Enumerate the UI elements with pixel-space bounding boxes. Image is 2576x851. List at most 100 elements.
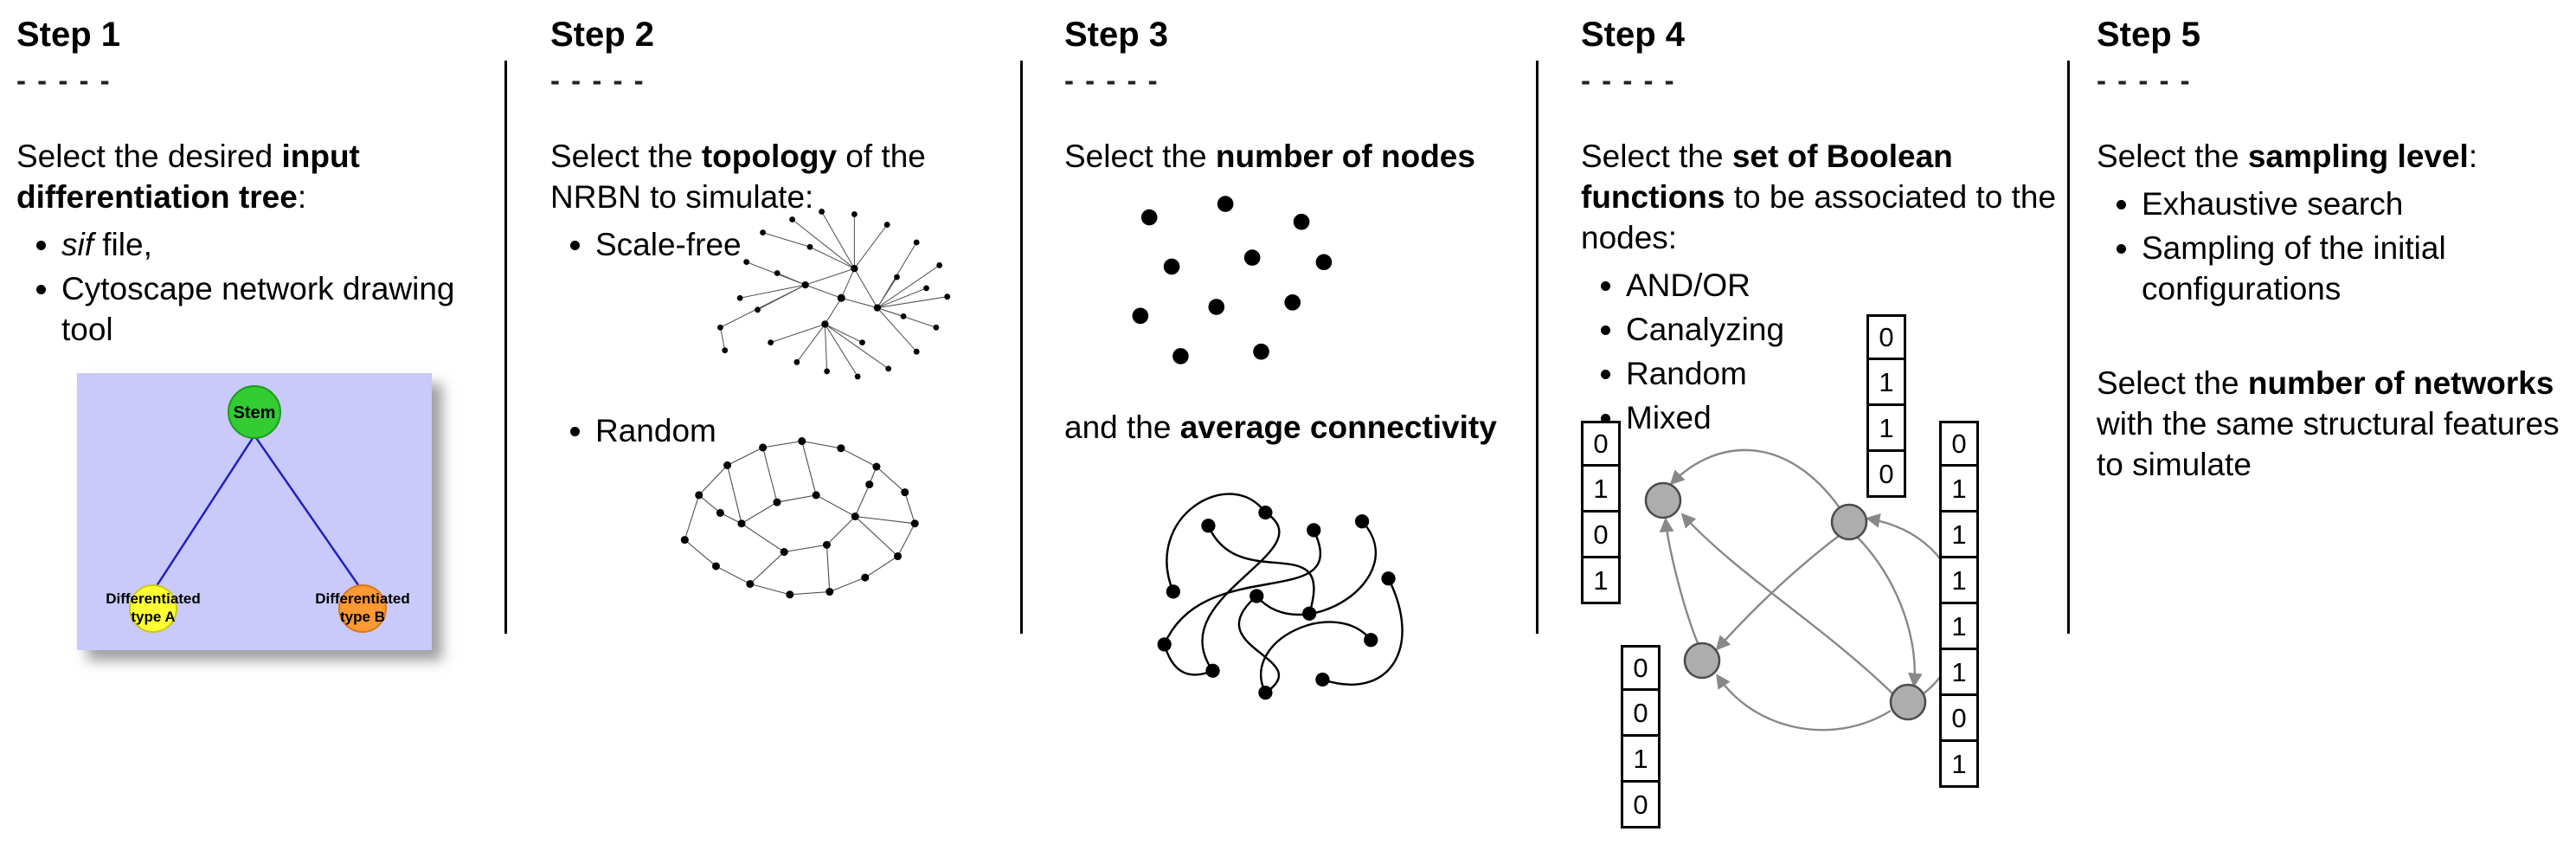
tangle-nodes <box>1157 505 1396 700</box>
tree-edge-a <box>151 435 256 592</box>
step2-column: Step 2 - - - - - Select the topology of … <box>550 16 1005 847</box>
step1-column: Step 1 - - - - - Select the desired inpu… <box>16 16 497 847</box>
scale-free-network-svg <box>717 209 951 380</box>
truth-cell: 1 <box>1939 742 1979 788</box>
column-divider <box>1536 61 1539 634</box>
tree-edge-b <box>253 435 364 592</box>
differentiation-tree-svg: Stem Differentiated type A Differentiate… <box>106 385 410 633</box>
step5-second-paragraph: Select the number of networks with the s… <box>2097 364 2573 486</box>
random-edges <box>684 440 915 596</box>
step5-dashes: - - - - - <box>2097 64 2192 96</box>
step1-bullet-list: sif file, Cytoscape network drawing tool <box>16 225 497 351</box>
step5-title: Step 5 <box>2097 16 2201 54</box>
step2-bullet-list-1: Scale-free <box>550 225 1005 266</box>
truth-cell: 0 <box>1866 452 1906 498</box>
step5-intro-bold: sampling level <box>2247 139 2469 174</box>
step1-bullet-cytoscape: Cytoscape network drawing tool <box>61 269 497 351</box>
truth-cell: 1 <box>1581 558 1621 604</box>
truth-cell: 0 <box>1939 696 1979 742</box>
truth-cell: 0 <box>1939 421 1979 467</box>
step4-intro: Select the set of Boolean functions to b… <box>1581 137 2057 259</box>
truth-table-top: 0 1 1 0 <box>1866 314 1906 498</box>
step1-title: Step 1 <box>16 16 121 54</box>
step5-second-post: with the same structural features to sim… <box>2097 405 2560 482</box>
boolean-node-2 <box>1830 503 1868 541</box>
truth-cell: 1 <box>1621 737 1661 783</box>
truth-cell: 0 <box>1621 691 1661 737</box>
truth-table-bottom-left: 0 0 1 0 <box>1621 645 1661 828</box>
truth-cell: 1 <box>1939 467 1979 513</box>
boolean-node-4 <box>1889 683 1927 721</box>
type-b-label-line1: Differentiated <box>315 590 410 607</box>
step1-intro-post: : <box>297 178 307 215</box>
sif-word: sif <box>61 226 93 262</box>
stem-label: Stem <box>234 403 276 422</box>
wire-n2-n3 <box>1715 535 1840 651</box>
random-nodes <box>680 437 919 599</box>
step4-dashes: - - - - - <box>1581 64 1676 96</box>
boolean-network-svg <box>1644 448 1961 732</box>
nodes-dots-svg <box>1132 196 1333 364</box>
step2-title: Step 2 <box>550 16 655 54</box>
step3-line1-bold: number of nodes <box>1215 139 1475 174</box>
wire-n4-n3 <box>1716 674 1892 732</box>
step5-bullet-list: Exhaustive search Sampling of the initia… <box>2097 184 2573 310</box>
step2-intro: Select the topology of the NRBN to simul… <box>550 137 1005 218</box>
step2-bullet-scale-free: Scale-free <box>595 225 1005 266</box>
tangle-edges <box>1163 493 1404 694</box>
boolean-node-3 <box>1683 641 1721 680</box>
step2-intro-bold: topology <box>701 139 838 174</box>
type-a-label-line1: Differentiated <box>106 590 201 607</box>
connectivity-tangle-svg <box>1157 493 1404 700</box>
step4-intro-post: to be associated to the nodes: <box>1581 178 2057 255</box>
type-b-node <box>338 584 387 633</box>
step5-bullet-exhaustive: Exhaustive search <box>2142 184 2573 225</box>
step2-intro-post: of the NRBN to simulate: <box>550 139 926 215</box>
truth-cell: 1 <box>1866 360 1906 406</box>
truth-table-right: 0 1 1 1 1 1 0 1 <box>1939 421 1979 788</box>
truth-cell: 1 <box>1866 406 1906 452</box>
step3-line2-pre: and the <box>1064 409 1180 445</box>
truth-cell: 0 <box>1621 645 1661 691</box>
step4-intro-pre: Select the <box>1581 139 1732 174</box>
step4-bullet-list: AND/OR Canalyzing Random Mixed <box>1581 266 2057 439</box>
boolean-node-1 <box>1644 481 1682 519</box>
truth-cell: 0 <box>1866 314 1906 360</box>
column-divider <box>1020 61 1023 634</box>
step5-intro-pre: Select the <box>2097 139 2248 174</box>
step5-intro-post: : <box>2468 139 2478 174</box>
step1-intro-bold: input differentiation tree <box>16 139 360 215</box>
wire-n4-n1 <box>1680 513 1893 694</box>
step4-title: Step 4 <box>1581 16 1686 54</box>
truth-table-left: 0 1 0 1 <box>1581 421 1621 604</box>
sif-rest: file, <box>93 226 152 262</box>
step2-bullet-list-2: Random <box>550 411 1005 452</box>
truth-cell: 1 <box>1939 513 1979 558</box>
truth-cell: 1 <box>1939 604 1979 650</box>
truth-cell: 0 <box>1581 513 1621 558</box>
step4-bullet-canalyzing: Canalyzing <box>1626 310 2057 351</box>
wire-n2-n1 <box>1669 448 1841 510</box>
step4-bullet-and-or: AND/OR <box>1626 266 2057 306</box>
step5-second-pre: Select the <box>2097 364 2248 401</box>
step1-intro: Select the desired input differentiation… <box>16 137 497 218</box>
scale-free-nodes <box>717 209 951 380</box>
nodes-dots-figure <box>1118 190 1378 396</box>
truth-cell: 0 <box>1581 421 1621 467</box>
scale-free-network-figure <box>697 193 979 409</box>
step1-bullet-sif: sif file, <box>61 225 497 266</box>
step2-dashes: - - - - - <box>550 64 646 96</box>
scale-free-edges <box>719 211 948 377</box>
step4-bullet-random: Random <box>1626 354 2057 395</box>
column-divider <box>504 61 507 634</box>
wire-n2-n4 <box>1857 537 1923 688</box>
boolean-network-figure: 0 1 0 1 0 1 1 0 0 0 1 0 0 1 1 1 1 1 0 1 <box>1581 314 2065 847</box>
stem-node <box>228 385 281 439</box>
step3-line2: and the average connectivity <box>1064 408 1497 448</box>
step1-intro-pre: Select the desired <box>16 139 282 174</box>
random-network-figure <box>654 416 940 622</box>
truth-cell: 1 <box>1939 650 1979 696</box>
step5-column: Step 5 - - - - - Select the sampling lev… <box>2097 16 2573 847</box>
step3-line1-pre: Select the <box>1064 139 1216 174</box>
